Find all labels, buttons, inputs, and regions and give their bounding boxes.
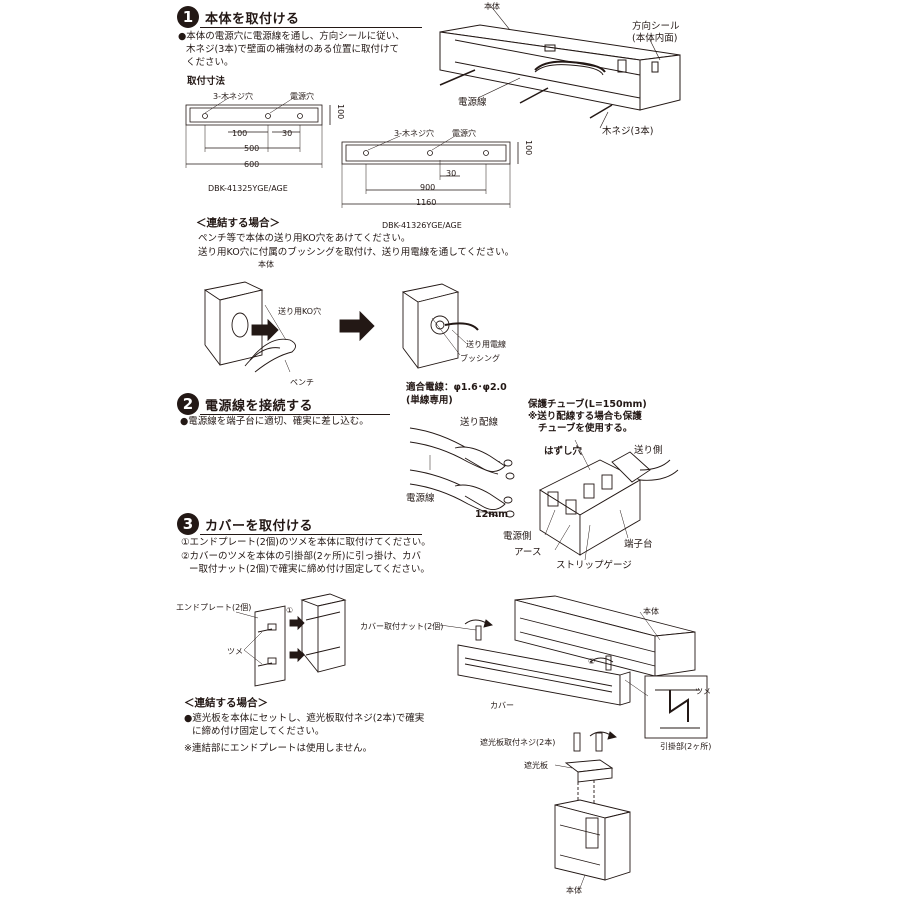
label-body-cover: 本体 bbox=[643, 607, 659, 616]
label-tube-note2: チューブを使用する。 bbox=[538, 423, 633, 434]
label-bushing: ブッシング bbox=[460, 354, 500, 363]
label-earth: アース bbox=[514, 547, 542, 558]
step1-connect-line2: 送り用KO穴に付属のブッシングを取付け、送り用電線を通してください。 bbox=[198, 247, 515, 258]
dim-large-model: DBK-41326YGE/AGE bbox=[382, 221, 462, 230]
label-power-wire: 電源線 bbox=[458, 97, 487, 108]
label-feed-wire: 送り用電線 bbox=[466, 340, 506, 349]
step2-text-line1: ●電源線を端子台に適切、確実に差し込む。 bbox=[180, 416, 369, 427]
step1-heading: 1 本体を取付ける bbox=[177, 6, 300, 28]
label-12mm: 12mm bbox=[475, 509, 509, 520]
step3-text-line3: ー取付ナット(2個)で確実に締め付け固定してください。 bbox=[189, 564, 430, 575]
dim-large-1160: 1160 bbox=[416, 198, 437, 207]
step3-rule bbox=[200, 534, 422, 535]
label-tube-note1: ※送り配線する場合も保護 bbox=[528, 411, 642, 422]
dim-large-900: 900 bbox=[420, 183, 436, 192]
dim-small-height: 100 bbox=[336, 104, 345, 120]
label-tube: 保護チューブ(L=150mm) bbox=[528, 399, 647, 410]
label-feed-side: 送り側 bbox=[634, 445, 663, 456]
dim-small-30: 30 bbox=[282, 129, 293, 138]
label-power-wire2: 電源線 bbox=[406, 493, 435, 504]
dim-small-screw-holes: 3-木ネジ穴 bbox=[213, 92, 253, 101]
dim-small-600: 600 bbox=[244, 160, 260, 169]
label-wire-spec: 適合電線：φ1.6･φ2.0 bbox=[406, 382, 507, 393]
label-shade: 遮光板 bbox=[524, 761, 548, 770]
label-shade-screw: 遮光板取付ネジ(2本) bbox=[480, 738, 556, 747]
step2-rule bbox=[200, 414, 390, 415]
dim-small-model: DBK-41325YGE/AGE bbox=[208, 184, 288, 193]
label-hook: 引掛部(2ヶ所) bbox=[660, 742, 712, 751]
label-wire-spec-sub: (単線専用) bbox=[406, 395, 453, 406]
dim-small-500: 500 bbox=[244, 144, 260, 153]
dim-small-100: 100 bbox=[232, 129, 248, 138]
label-body: 本体 bbox=[484, 2, 500, 11]
label-cover: カバー bbox=[490, 701, 514, 710]
label-pliers: ペンチ bbox=[290, 378, 314, 387]
step3-connect-heading: ＜連結する場合＞ bbox=[184, 697, 268, 709]
dim-large-30: 30 bbox=[446, 169, 457, 178]
step1-connect-line1: ペンチ等で本体の送り用KO穴をあけてください。 bbox=[198, 233, 411, 244]
step3-text-line2: ②カバーのツメを本体の引掛部(2ヶ所)に引っ掛け、カバ bbox=[181, 551, 421, 562]
label-release-hole: はずし穴 bbox=[544, 446, 583, 457]
label-body3: 本体 bbox=[566, 886, 582, 895]
label-claw: ツメ bbox=[227, 647, 243, 656]
label-direction-seal: 方向シール bbox=[632, 21, 680, 32]
label-strip-gauge: ストリップゲージ bbox=[556, 560, 632, 571]
step3-heading: 3 カバーを取付ける bbox=[177, 513, 313, 535]
step3-number: 3 bbox=[177, 513, 199, 535]
step1-rule bbox=[200, 27, 422, 28]
label-direction-seal-sub: (本体内面) bbox=[632, 33, 678, 44]
step2-title: 電源線を接続する bbox=[205, 398, 314, 414]
dim-large-height: 100 bbox=[524, 140, 533, 156]
dim-large-power-hole: 電源穴 bbox=[452, 129, 476, 138]
label-claw2: ツメ bbox=[695, 687, 711, 696]
step3-connect-line1: ●遮光板を本体にセットし、遮光板取付ネジ(2本)で確実 bbox=[184, 713, 425, 724]
label-terminal: 端子台 bbox=[624, 539, 653, 550]
label-feed-wiring: 送り配線 bbox=[460, 417, 499, 428]
dim-large-screw-holes: 3-木ネジ穴 bbox=[394, 129, 434, 138]
step1-text-line2: 木ネジ(3本)で壁面の補強材のある位置に取付けて bbox=[186, 44, 399, 55]
label-body2: 本体 bbox=[258, 260, 274, 269]
label-circle2: ② bbox=[588, 657, 596, 666]
step2-number: 2 bbox=[177, 393, 199, 415]
step2-heading: 2 電源線を接続する bbox=[177, 393, 313, 415]
label-power-side: 電源側 bbox=[503, 531, 532, 542]
step1-title: 本体を取付ける bbox=[205, 11, 300, 27]
dim-small-power-hole: 電源穴 bbox=[290, 92, 314, 101]
step1-connect-heading: ＜連結する場合＞ bbox=[196, 217, 280, 229]
label-end-plate: エンドプレート(2個) bbox=[176, 603, 252, 612]
label-wood-screw: 木ネジ(3本) bbox=[602, 126, 654, 137]
step3-text-line1: ①エンドプレート(2個)のツメを本体に取付けてください。 bbox=[181, 537, 431, 548]
step1-number: 1 bbox=[177, 6, 199, 28]
label-cover-nut: カバー取付ナット(2個) bbox=[360, 622, 444, 631]
step3-connect-line2: に締め付け固定してください。 bbox=[192, 726, 325, 737]
step3-connect-note: ※連結部にエンドプレートは使用しません。 bbox=[184, 743, 373, 754]
label-circle1: ① bbox=[286, 606, 294, 615]
label-ko-hole: 送り用KO穴 bbox=[278, 307, 322, 316]
step3-title: カバーを取付ける bbox=[205, 518, 314, 534]
step1-text-line3: ください。 bbox=[186, 57, 234, 68]
dims-heading: 取付寸法 bbox=[187, 76, 226, 87]
step1-text-line1: ●本体の電源穴に電源線を通し、方向シールに従い、 bbox=[178, 31, 405, 42]
